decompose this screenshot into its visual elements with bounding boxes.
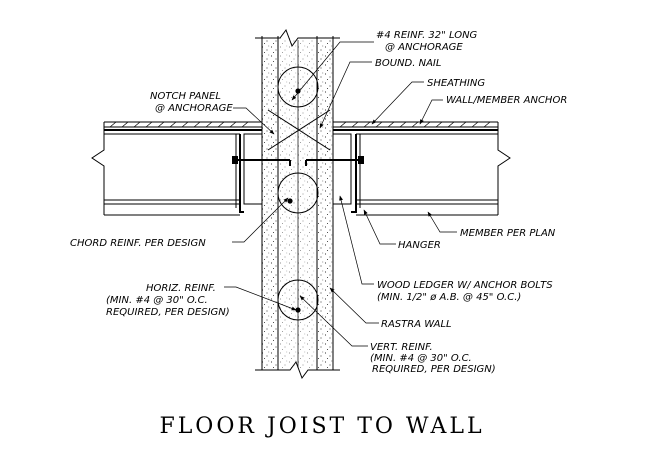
label-horiz-line2: (MIN. #4 @ 30" O.C. <box>106 295 208 306</box>
label-reinf-line2: @ ANCHORAGE <box>385 42 463 53</box>
label-member-per-plan: MEMBER PER PLAN <box>460 228 556 239</box>
wall-core <box>279 38 316 368</box>
floor-joist-left <box>91 121 262 216</box>
label-ledger-line2: (MIN. 1/2" ø A.B. @ 45" O.C.) <box>377 292 521 303</box>
label-horiz-line1: HORIZ. REINF. <box>146 283 216 294</box>
label-ledger-line1: WOOD LEDGER W/ ANCHOR BOLTS <box>377 280 553 291</box>
label-notch-line2: @ ANCHORAGE <box>155 103 233 114</box>
label-vert-line3: REQUIRED, PER DESIGN) <box>372 364 496 375</box>
label-hanger: HANGER <box>398 240 441 251</box>
ledger-hanger-left <box>235 133 263 213</box>
label-reinf-line1: #4 REINF. 32" LONG <box>376 30 478 41</box>
label-wall-member-anchor: WALL/MEMBER ANCHOR <box>446 95 567 106</box>
label-rastra-wall: RASTRA WALL <box>381 319 452 330</box>
label-chord: CHORD REINF. PER DESIGN <box>70 238 206 249</box>
ledger-hanger-right <box>332 133 361 213</box>
label-horiz-line3: REQUIRED, PER DESIGN) <box>106 307 230 318</box>
label-notch-line1: NOTCH PANEL <box>150 91 221 102</box>
label-sheathing: SHEATHING <box>427 78 485 89</box>
wall-face-left <box>262 38 278 368</box>
rastra-wall <box>255 28 340 380</box>
floor-joist-right <box>333 121 511 216</box>
label-bound-nail: BOUND. NAIL <box>375 58 441 69</box>
annotations: #4 REINF. 32" LONG @ ANCHORAGE BOUND. NA… <box>70 30 567 375</box>
drawing-title: FLOOR JOIST TO WALL <box>159 414 484 439</box>
leader-lines <box>224 41 457 347</box>
label-vert-line2: (MIN. #4 @ 30" O.C. <box>370 353 472 364</box>
label-vert-line1: VERT. REINF. <box>370 342 433 353</box>
wall-face-right <box>317 38 333 368</box>
anchor-bolts <box>232 109 364 166</box>
